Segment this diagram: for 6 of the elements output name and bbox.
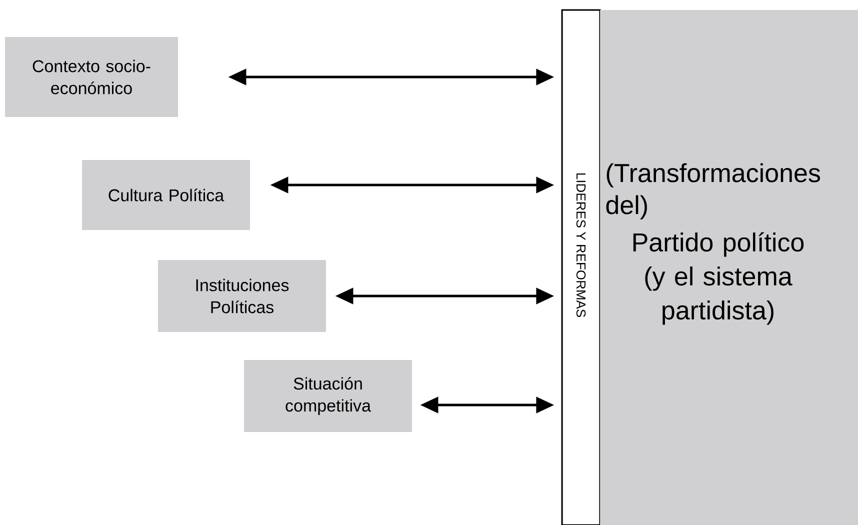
factor-box: Instituciones Políticas xyxy=(158,260,326,332)
factor-box: Contexto socio-económico xyxy=(5,37,178,117)
factor-box: Cultura Política xyxy=(82,160,250,230)
vertical-label: LIDERES Y REFORMAS xyxy=(576,173,586,317)
result-panel: (Transformaciones del) Partido político (y el sistema partidista) xyxy=(600,10,858,525)
factor-box: Situación competitiva xyxy=(244,360,412,432)
